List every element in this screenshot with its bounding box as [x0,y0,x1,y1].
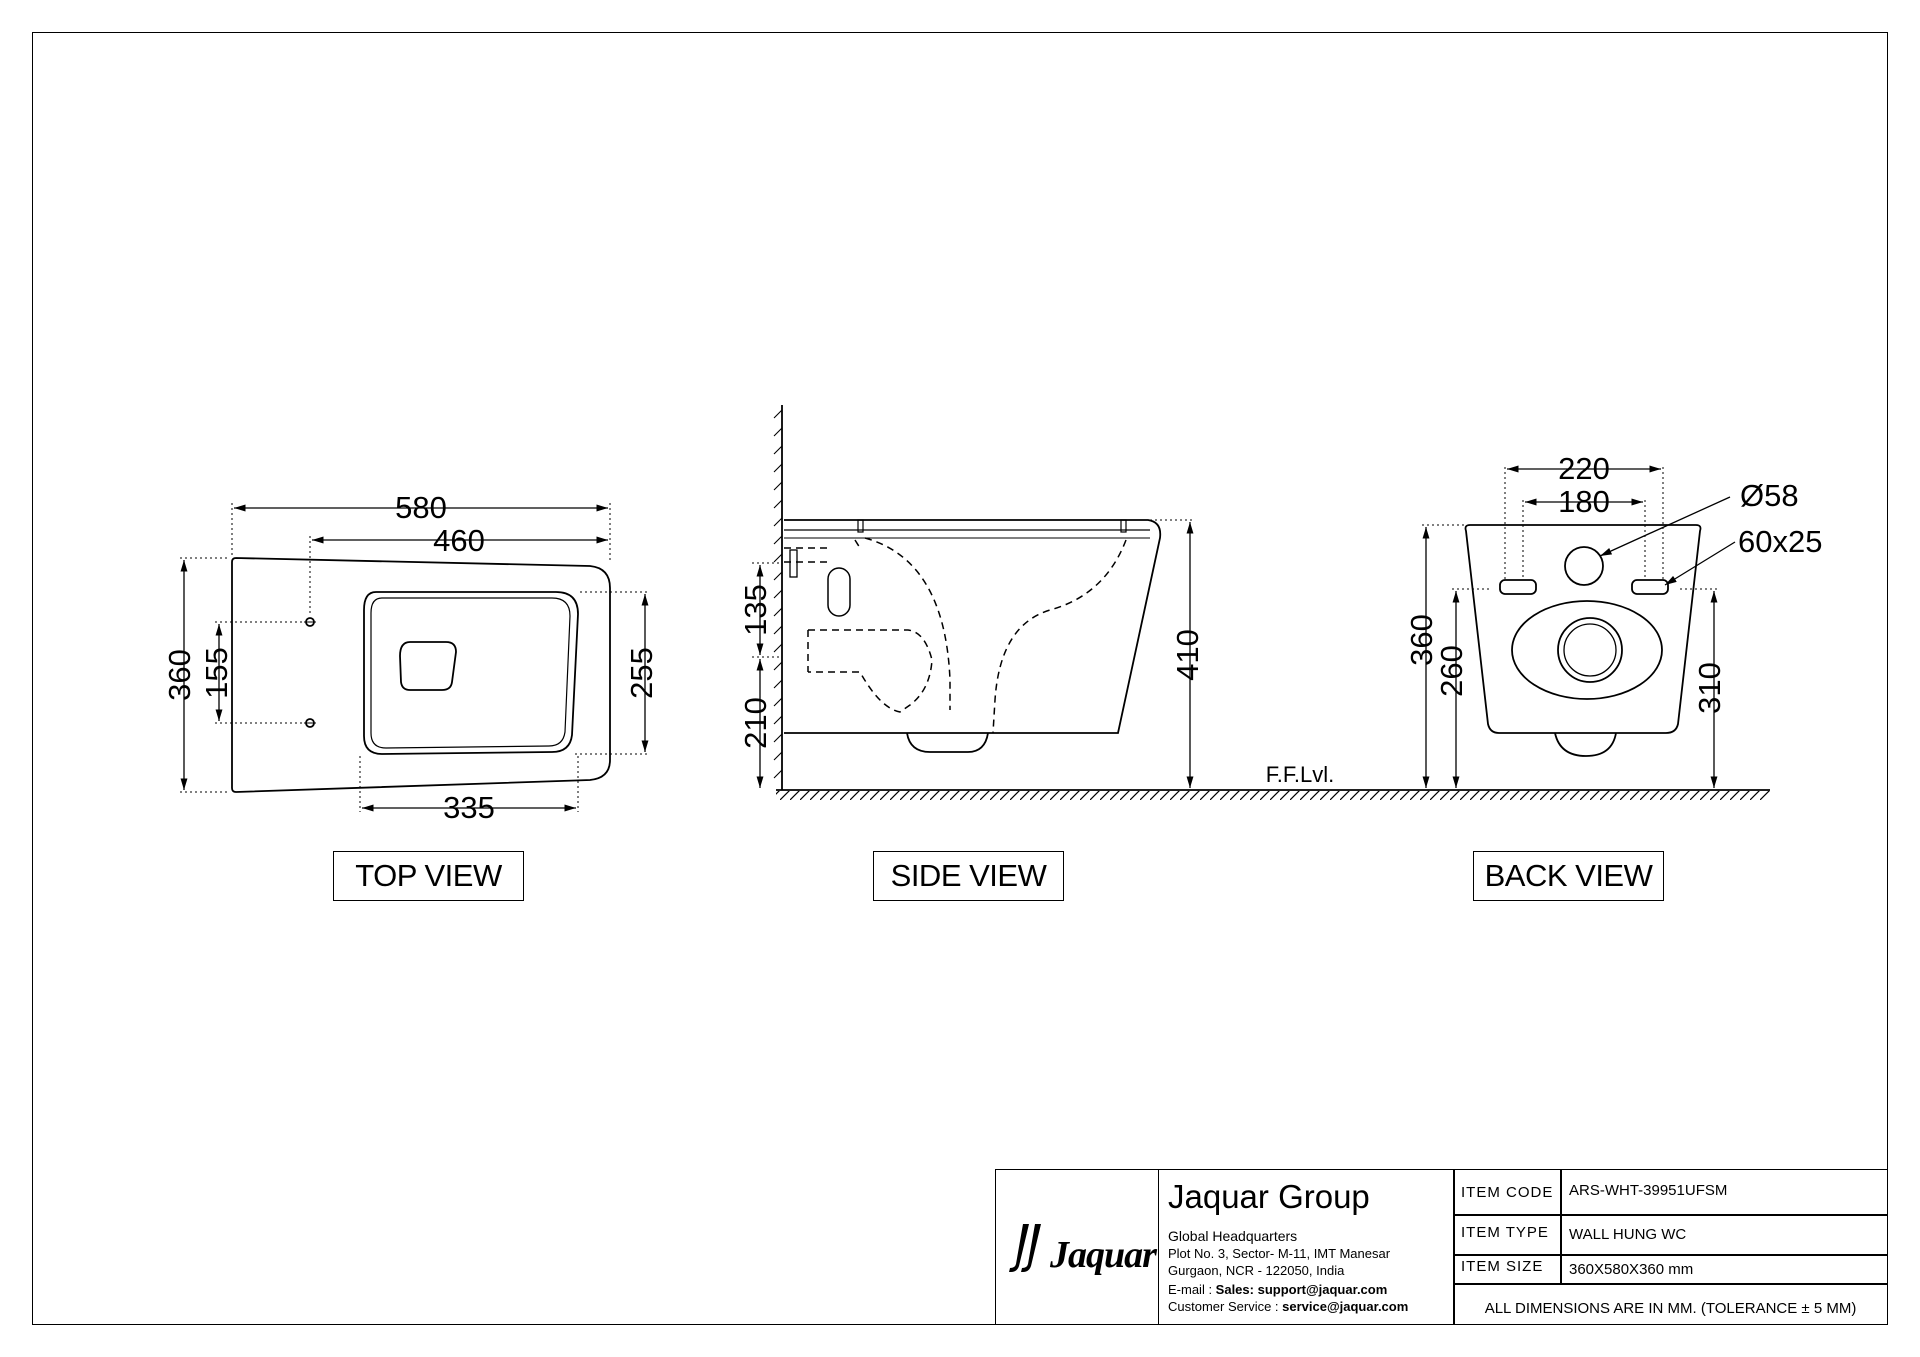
top-view [180,503,650,812]
dim-410: 410 [1170,629,1205,681]
side-view-wall-hatch [773,409,783,779]
side-view-inlet [789,549,798,578]
back-view-trap [1554,732,1617,757]
dim-210: 210 [738,697,773,749]
sheet-border [32,32,1888,1325]
back-view-slot-right [1631,579,1669,595]
floor-level-label: F.F.Lvl. [1266,762,1334,787]
title-block-logo-cell [995,1169,1159,1325]
email-line: E-mail : Sales: support@jaquar.com [1168,1282,1387,1297]
dim-580: 580 [395,490,447,525]
dim-135: 135 [738,584,773,636]
item-size-label: ITEM SIZE [1461,1258,1544,1275]
dim-310: 310 [1692,662,1727,714]
tb-vline-2 [1560,1169,1562,1283]
dim-260: 260 [1434,645,1469,697]
address-line-2: Plot No. 3, Sector- M-11, IMT Manesar [1168,1246,1391,1261]
leader-slot [1664,541,1736,586]
email-label: E-mail : [1168,1282,1216,1297]
floor-hatch [776,791,1770,800]
back-view-slot-left [1499,579,1537,595]
email-value[interactable]: Sales: support@jaquar.com [1215,1282,1388,1297]
top-view-seat-inner [370,597,571,749]
top-view-dimension-texts: 580 460 360 155 255 335 [162,490,659,825]
top-view-label: TOP VIEW [333,851,524,901]
dim-180: 180 [1558,484,1610,519]
item-type-label: ITEM TYPE [1461,1224,1549,1241]
item-size-value: 360X580X360 mm [1569,1261,1694,1278]
top-view-seat [363,591,579,755]
side-view-body [784,519,1162,734]
leader-pipe [1599,496,1731,557]
top-view-bowl [399,641,457,691]
side-view-hidden-lines [784,537,1127,734]
side-view-label: SIDE VIEW [873,851,1064,901]
jaquar-logo-icon [1009,1224,1041,1272]
callout-slot-size: 60x25 [1738,524,1822,559]
item-type-value: WALL HUNG WC [1569,1226,1687,1243]
dim-460: 460 [433,523,485,558]
dim-155: 155 [199,647,234,699]
tb-hline-2 [1453,1254,1888,1256]
dim-220: 220 [1558,451,1610,486]
back-view-pipe [1564,546,1604,586]
dim-360-top: 360 [162,649,197,701]
back-view-flush-ring [1511,600,1663,700]
back-view-label: BACK VIEW [1473,851,1664,901]
service-label: Customer Service : [1168,1299,1283,1314]
back-view [1422,465,1736,788]
side-view-dimension-texts: 135 210 410 F.F.Lvl. [738,584,1334,787]
item-code-label: ITEM CODE [1461,1184,1554,1201]
title-block [995,1169,1888,1325]
item-code-value: ARS-WHT-39951UFSM [1569,1182,1728,1199]
dim-360-back: 360 [1404,614,1439,666]
top-view-outline [231,557,611,793]
tb-hline-3 [1453,1283,1888,1285]
back-view-dimension-texts: 220 180 360 260 310 Ø58 60x25 [1404,451,1822,714]
jaquar-logo-text: Jaquar [1050,1234,1157,1276]
callout-pipe-diameter: Ø58 [1740,478,1799,513]
side-view-slot [827,567,851,617]
side-view [752,405,1770,800]
tb-vline-1 [1453,1169,1455,1325]
service-line: Customer Service : service@jaquar.com [1168,1299,1408,1314]
address-line-3: Gurgaon, NCR - 122050, India [1168,1263,1345,1278]
dimensions-note: ALL DIMENSIONS ARE IN MM. (TOLERANCE ± 5… [1484,1300,1857,1317]
service-value[interactable]: service@jaquar.com [1282,1299,1409,1314]
dim-255: 255 [624,647,659,699]
tb-hline-1 [1453,1214,1888,1216]
side-view-trap [906,732,989,753]
company-name: Jaquar Group [1168,1178,1370,1215]
back-view-outline [1464,524,1702,734]
dim-335: 335 [443,790,495,825]
address-line-1: Global Headquarters [1168,1228,1298,1244]
